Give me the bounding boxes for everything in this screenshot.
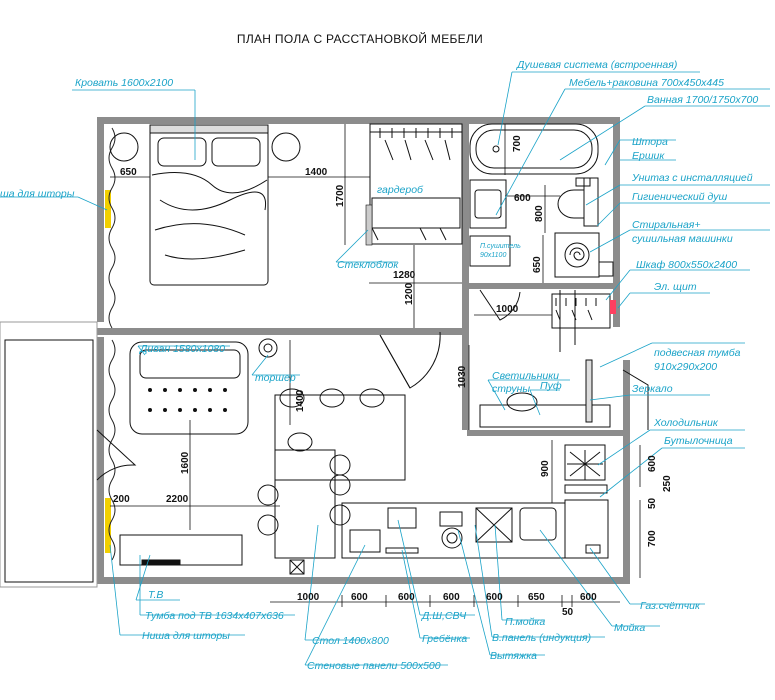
label-curtain-niche-top: ша для шторы (0, 188, 75, 200)
dim-bottom-600a: 600 (351, 592, 368, 603)
floor-lamp (258, 338, 278, 358)
label-shower-system: Душевая система (встроенная) (516, 59, 677, 71)
label-lights-2: струны (492, 383, 530, 395)
curtains-wavy (108, 127, 116, 561)
glass-block (365, 204, 373, 246)
label-hanging-cabinet-dims: 910х290х200 (654, 361, 717, 373)
label-tv: Т.В (148, 589, 163, 601)
wardrobe (369, 123, 463, 245)
label-wall-panels: Стеновые панели 500х500 (307, 660, 441, 672)
dim-1400a: 1400 (305, 167, 328, 178)
dim-1000a: 1000 (496, 304, 519, 315)
dimension-lines (110, 124, 641, 607)
label-wardrobe-cabinet: Шкаф 800х550х2400 (636, 259, 737, 271)
balcony (0, 321, 98, 588)
sofa (129, 341, 249, 435)
dim-bottom-1000: 1000 (297, 592, 320, 603)
dim-2200: 2200 (166, 494, 189, 505)
walls (97, 117, 630, 584)
label-fridge: Холодильник (653, 417, 719, 429)
curtain-niche-marks (105, 190, 111, 553)
hallway-furniture (479, 359, 611, 428)
el-panel-mark (610, 300, 616, 314)
washer (554, 232, 614, 278)
dim-bottom-600e: 600 (580, 592, 597, 603)
dim-800: 800 (534, 205, 545, 222)
label-towel-dryer-dims: 90х1100 (480, 252, 506, 259)
dim-700: 700 (512, 135, 523, 152)
dining-table (257, 388, 406, 559)
label-brush: Ершик (632, 150, 665, 162)
label-sink: Мойка (614, 622, 645, 634)
label-curtain-niche-bottom: Ниша для шторы (142, 630, 230, 642)
bathtub (469, 123, 599, 175)
label-dw-mw: Д.Ш,СВЧ (421, 610, 467, 622)
label-bottle: Бутылочница (664, 435, 733, 447)
label-bed: Кровать 1600х2100 (75, 77, 173, 89)
dim-900: 900 (540, 460, 551, 477)
leader-lines (0, 71, 770, 666)
dim-1280: 1280 (393, 270, 416, 281)
dim-1700: 1700 (335, 184, 346, 207)
dim-1200: 1200 (404, 282, 415, 305)
label-toilet: Унитаз с инсталляцией (631, 172, 753, 184)
label-tv-stand: Тумба под ТВ 1634х407х636 (145, 610, 284, 622)
label-table: Стол 1400х800 (312, 635, 389, 647)
label-washer: Стиральная+ (632, 219, 701, 231)
dim-50: 50 (647, 497, 658, 509)
label-bath: Ванная 1700/1750х700 (647, 94, 758, 106)
label-hob: В.панель (индукция) (492, 632, 591, 644)
dim-600b: 600 (647, 455, 658, 472)
dim-bottom-600b: 600 (398, 592, 415, 603)
dim-bottom-600d: 600 (486, 592, 503, 603)
dim-bottom-600c: 600 (443, 592, 460, 603)
dim-bottom-650: 650 (528, 592, 545, 603)
label-dishwasher: П.мойка (505, 616, 545, 628)
dim-600a: 600 (514, 193, 531, 204)
sink-cabinet (469, 179, 511, 267)
label-wardrobe: гардероб (377, 184, 424, 196)
label-hanging-cabinet: подвесная тумба (654, 347, 741, 359)
label-gas-meter: Газ.счётчик (640, 600, 701, 612)
label-hood: Вытяжка (490, 650, 537, 662)
dim-1400b: 1400 (295, 389, 306, 412)
toilet (557, 177, 599, 227)
label-rail: Гребёнка (422, 633, 467, 645)
dim-200: 200 (113, 494, 130, 505)
label-towel-dryer: П.сушитель (480, 243, 521, 250)
tv-stand (119, 534, 243, 566)
label-mirror: Зеркало (632, 383, 673, 395)
dim-1030: 1030 (457, 365, 468, 388)
label-lights: Светильники (492, 370, 559, 382)
plan-title: ПЛАН ПОЛА С РАССТАНОВКОЙ МЕБЕЛИ (237, 31, 483, 46)
dim-650a: 650 (120, 167, 137, 178)
label-floor-lamp: торшер (255, 372, 296, 384)
wardrobe-cabinet (551, 293, 611, 329)
label-curtain: Штора (632, 136, 668, 148)
dim-250: 250 (662, 475, 673, 492)
kitchen-counter (341, 444, 609, 559)
dim-bottom-50: 50 (562, 607, 574, 618)
label-el-panel: Эл. щит (654, 281, 697, 293)
bottom-marks (289, 559, 305, 575)
label-pouf: Пуф (540, 380, 562, 392)
label-hygiene-shower: Гигиенический душ (632, 191, 727, 203)
dim-650b: 650 (532, 256, 543, 273)
label-washer-2: сушильная машинки (632, 233, 733, 245)
dim-700b: 700 (647, 530, 658, 547)
label-furniture-sink: Мебель+раковина 700х450х445 (569, 77, 724, 89)
dim-1600: 1600 (180, 451, 191, 474)
label-sofa: Диван 1580х1080 (139, 343, 225, 355)
bed (109, 124, 301, 286)
label-glass-block: Стеклоблок (337, 259, 399, 271)
